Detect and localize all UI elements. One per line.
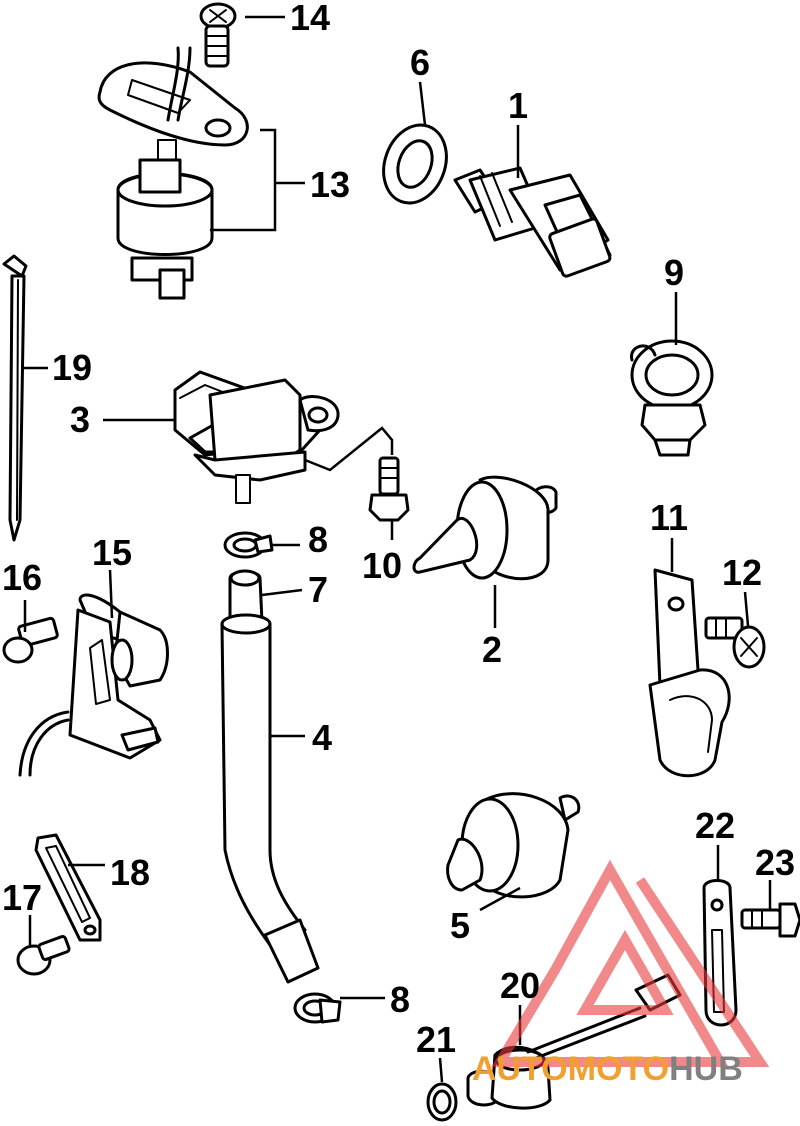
watermark-logo <box>491 859 770 1067</box>
part-7-short-hose[interactable] <box>228 569 264 626</box>
callout-8-upper: 8 <box>308 519 328 560</box>
svg-text:AUTOMOTOHUB: AUTOMOTOHUB <box>472 1050 743 1088</box>
callout-labels: 1 2 3 4 5 6 7 8 8 9 10 11 12 13 14 15 16… <box>2 0 795 1060</box>
callout-3: 3 <box>70 399 90 440</box>
callout-10: 10 <box>362 545 402 586</box>
callout-22: 22 <box>695 805 735 846</box>
callout-21: 21 <box>416 1019 456 1060</box>
callout-19: 19 <box>52 347 92 388</box>
part-6-washer[interactable] <box>373 116 457 212</box>
callout-8-lower: 8 <box>390 979 410 1020</box>
part-4-long-hose[interactable] <box>220 613 320 984</box>
callout-13: 13 <box>310 164 350 205</box>
part-2-sensor[interactable] <box>412 475 558 581</box>
part-19-cable-tie[interactable] <box>2 254 28 542</box>
part-8-hose-clamp-lower[interactable] <box>293 992 342 1024</box>
watermark-part1: AUTO <box>472 1050 568 1088</box>
callout-16: 16 <box>2 557 42 598</box>
part-3-map-sensor[interactable] <box>173 370 340 504</box>
callout-6: 6 <box>410 42 430 83</box>
callout-9: 9 <box>664 252 684 293</box>
part-21-o-ring[interactable] <box>426 1082 458 1122</box>
leader-lines <box>22 15 772 1083</box>
callout-7: 7 <box>308 569 328 610</box>
part-23-bolt[interactable] <box>740 902 800 938</box>
part-14-screw[interactable] <box>199 2 237 68</box>
part-18-strap[interactable] <box>34 833 102 942</box>
callout-4: 4 <box>312 717 332 758</box>
callout-17: 17 <box>2 877 42 918</box>
part-11-bracket[interactable] <box>648 568 731 778</box>
part-15-sensor[interactable] <box>18 593 169 777</box>
part-12-screw[interactable] <box>704 616 766 669</box>
callout-11: 11 <box>650 497 688 538</box>
part-1-switch[interactable] <box>453 166 612 278</box>
callout-18: 18 <box>110 852 150 893</box>
part-5-sensor[interactable] <box>446 792 581 899</box>
part-13-sensor-bracket[interactable] <box>97 46 249 300</box>
watermark-part3: HUB <box>669 1050 743 1088</box>
part-9-clip[interactable] <box>630 339 714 457</box>
watermark-part2: MOTO <box>568 1050 669 1088</box>
part-8-hose-clamp-upper[interactable] <box>223 531 274 559</box>
watermark-text: AUTOMOTOHUB <box>472 1050 743 1088</box>
part-17-bolt[interactable] <box>16 935 71 976</box>
part-10-bolt[interactable] <box>368 456 410 522</box>
callout-20: 20 <box>500 965 540 1006</box>
callout-2: 2 <box>482 629 502 670</box>
part-16-bolt[interactable] <box>2 616 59 664</box>
callout-23: 23 <box>755 842 795 883</box>
callout-5: 5 <box>450 905 470 946</box>
callout-15: 15 <box>92 532 132 573</box>
callout-14: 14 <box>290 0 330 38</box>
callout-12: 12 <box>722 552 762 593</box>
callout-1: 1 <box>508 85 528 126</box>
